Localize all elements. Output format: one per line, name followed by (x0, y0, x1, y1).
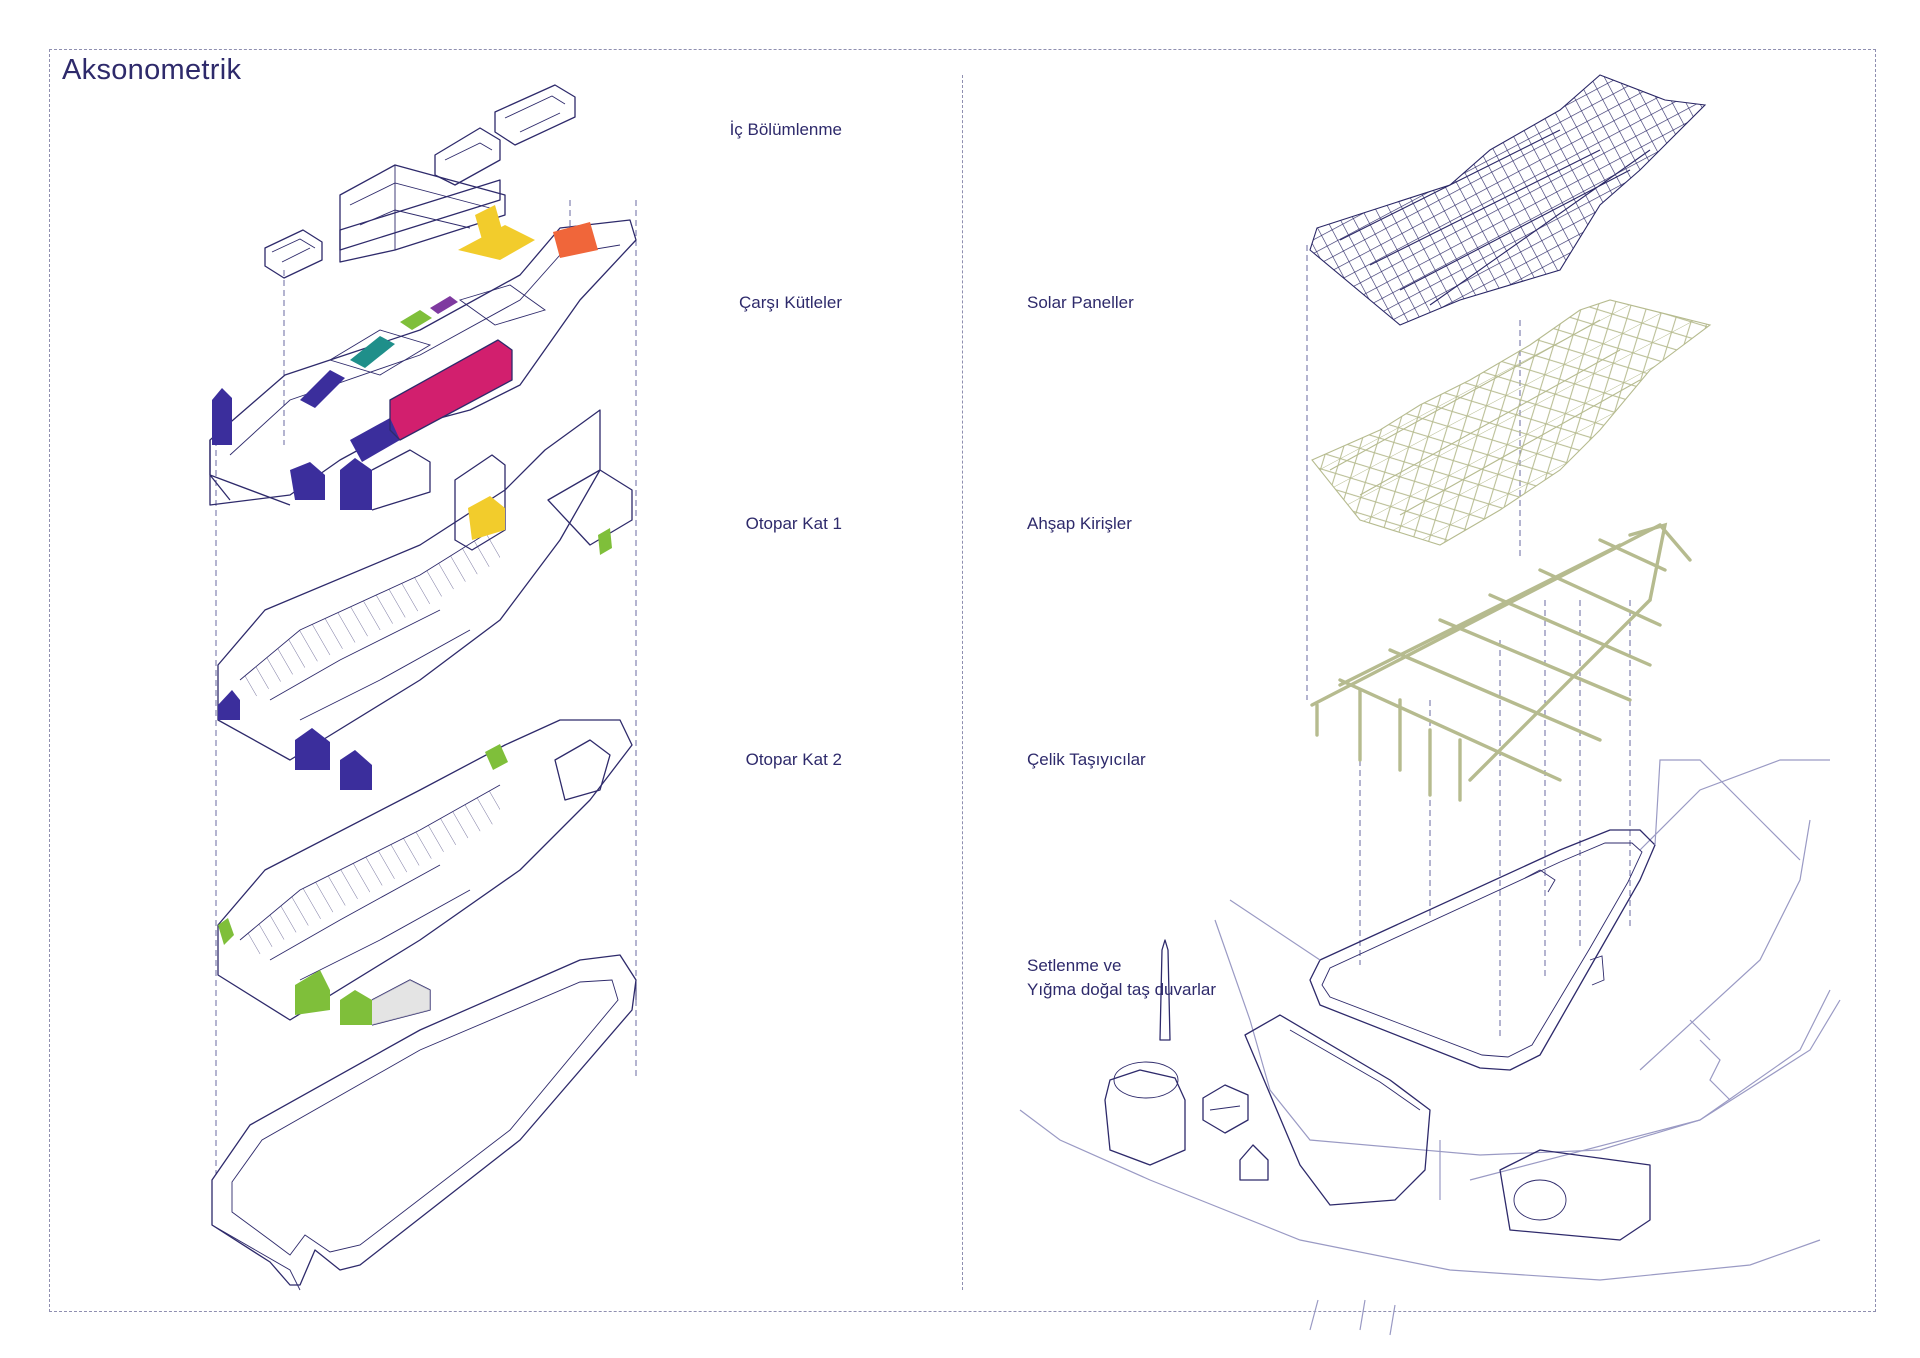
label-otopar-kat-2: Otopar Kat 2 (745, 750, 842, 769)
label-carsi-kutleler: Çarşı Kütleler (739, 293, 842, 312)
layer-ahsap-kirisler (1311, 299, 1712, 546)
layer-solar-paneller (1309, 74, 1707, 326)
label-setlenme-line1: Setlenme ve (1027, 956, 1122, 975)
center-divider (962, 75, 963, 1290)
page-frame (49, 49, 1876, 1312)
page-title: Aksonometrik (62, 54, 242, 86)
layer-base-wall (211, 954, 637, 1291)
label-celik-tasiyicilar: Çelik Taşıyıcılar (1027, 750, 1146, 769)
layer-carsi-kutleler (209, 205, 637, 511)
layer-site-plan (1019, 759, 1841, 1336)
left-alignment-lines (215, 200, 637, 1175)
label-ahsap-kirisler: Ahşap Kirişler (1027, 514, 1132, 533)
layer-celik-tasiyicilar (1310, 522, 1692, 802)
label-otopar-kat-1: Otopar Kat 1 (745, 514, 842, 533)
layer-ic-bolumlenme (264, 84, 576, 279)
label-ic-bolumlenme: İç Bölümlenme (729, 120, 842, 139)
layer-otopar-kat-2 (217, 719, 633, 1026)
label-solar-paneller: Solar Paneller (1027, 293, 1134, 312)
layer-otopar-kat-1 (217, 409, 633, 790)
